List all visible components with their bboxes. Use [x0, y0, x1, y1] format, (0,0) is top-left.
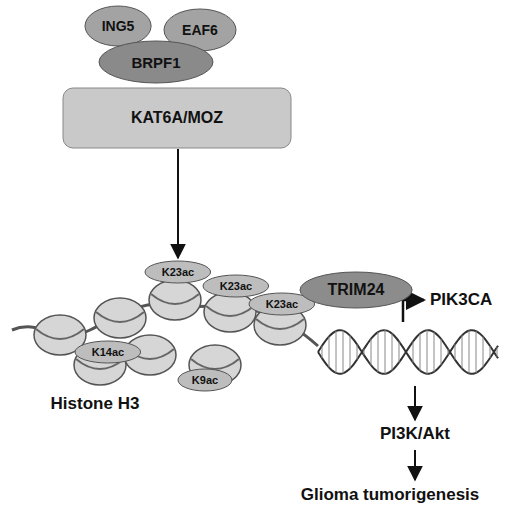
node-label: K9ac — [192, 374, 218, 386]
subunit-ellipse: BRPF1 — [98, 40, 214, 84]
base-pair — [399, 342, 400, 363]
base-pair — [427, 330, 428, 374]
base-pair — [413, 341, 414, 362]
base-pair — [385, 330, 386, 374]
histone-mark: K23ac — [144, 260, 212, 284]
pathway-arrow — [414, 386, 416, 420]
base-pair — [469, 330, 470, 373]
base-pair — [448, 349, 449, 355]
node-label: K23ac — [162, 266, 194, 278]
histone-mark: K23ac — [202, 274, 270, 298]
base-pair — [371, 339, 372, 365]
node-label: EAF6 — [182, 22, 218, 38]
base-pair — [392, 334, 393, 371]
base-pair — [364, 349, 365, 355]
text-label: PIK3CA — [430, 290, 492, 310]
base-pair — [441, 339, 442, 365]
helix-strand — [318, 330, 498, 374]
histone-mark: K14ac — [74, 340, 142, 364]
node-label: BRPF1 — [131, 54, 180, 71]
nucleosome — [189, 345, 241, 385]
enzyme-box: KAT6A/MOZ — [62, 87, 292, 149]
nucleosome — [94, 298, 146, 338]
node-label: K23ac — [220, 280, 252, 292]
node-label: TRIM24 — [328, 281, 385, 299]
base-pair — [343, 331, 344, 374]
base-pair — [357, 344, 358, 359]
base-pair — [420, 333, 421, 370]
text-label: Histone H3 — [51, 394, 140, 414]
node-label: K23ac — [266, 298, 298, 310]
nucleosome — [204, 292, 256, 332]
dna-wrap — [206, 306, 254, 316]
text-label: PI3K/Akt — [380, 424, 450, 444]
base-pair — [462, 335, 463, 368]
helix-strand — [318, 330, 498, 374]
node-label: K14ac — [92, 346, 124, 358]
base-pair — [350, 335, 351, 368]
dna-wrap — [191, 359, 239, 369]
nucleosome — [149, 280, 201, 320]
base-pair — [336, 331, 337, 373]
dna-wrap — [96, 312, 144, 322]
base-pair — [434, 332, 435, 372]
node-label: ING5 — [102, 18, 135, 34]
base-pair — [490, 346, 491, 358]
dna-helix — [318, 330, 498, 374]
text-label: Glioma tumorigenesis — [301, 485, 480, 505]
base-pair — [455, 344, 456, 360]
transcription-arrow — [403, 300, 424, 322]
histone-mark: K9ac — [177, 368, 233, 392]
subunit-ellipse: ING5 — [84, 5, 152, 47]
base-pair — [406, 351, 407, 352]
arrow-connector — [177, 149, 179, 258]
base-pair — [483, 337, 484, 368]
dna-wrap — [151, 294, 199, 304]
pathway-arrow — [414, 450, 416, 480]
base-pair — [476, 331, 477, 373]
base-pair — [378, 332, 379, 372]
base-pair — [329, 336, 330, 367]
reader-ellipse: TRIM24 — [299, 271, 413, 309]
node-label: KAT6A/MOZ — [131, 109, 223, 127]
dna-wrap — [256, 319, 304, 329]
dna-wrap — [36, 329, 84, 339]
base-pair — [497, 347, 498, 357]
base-pair — [322, 346, 323, 358]
